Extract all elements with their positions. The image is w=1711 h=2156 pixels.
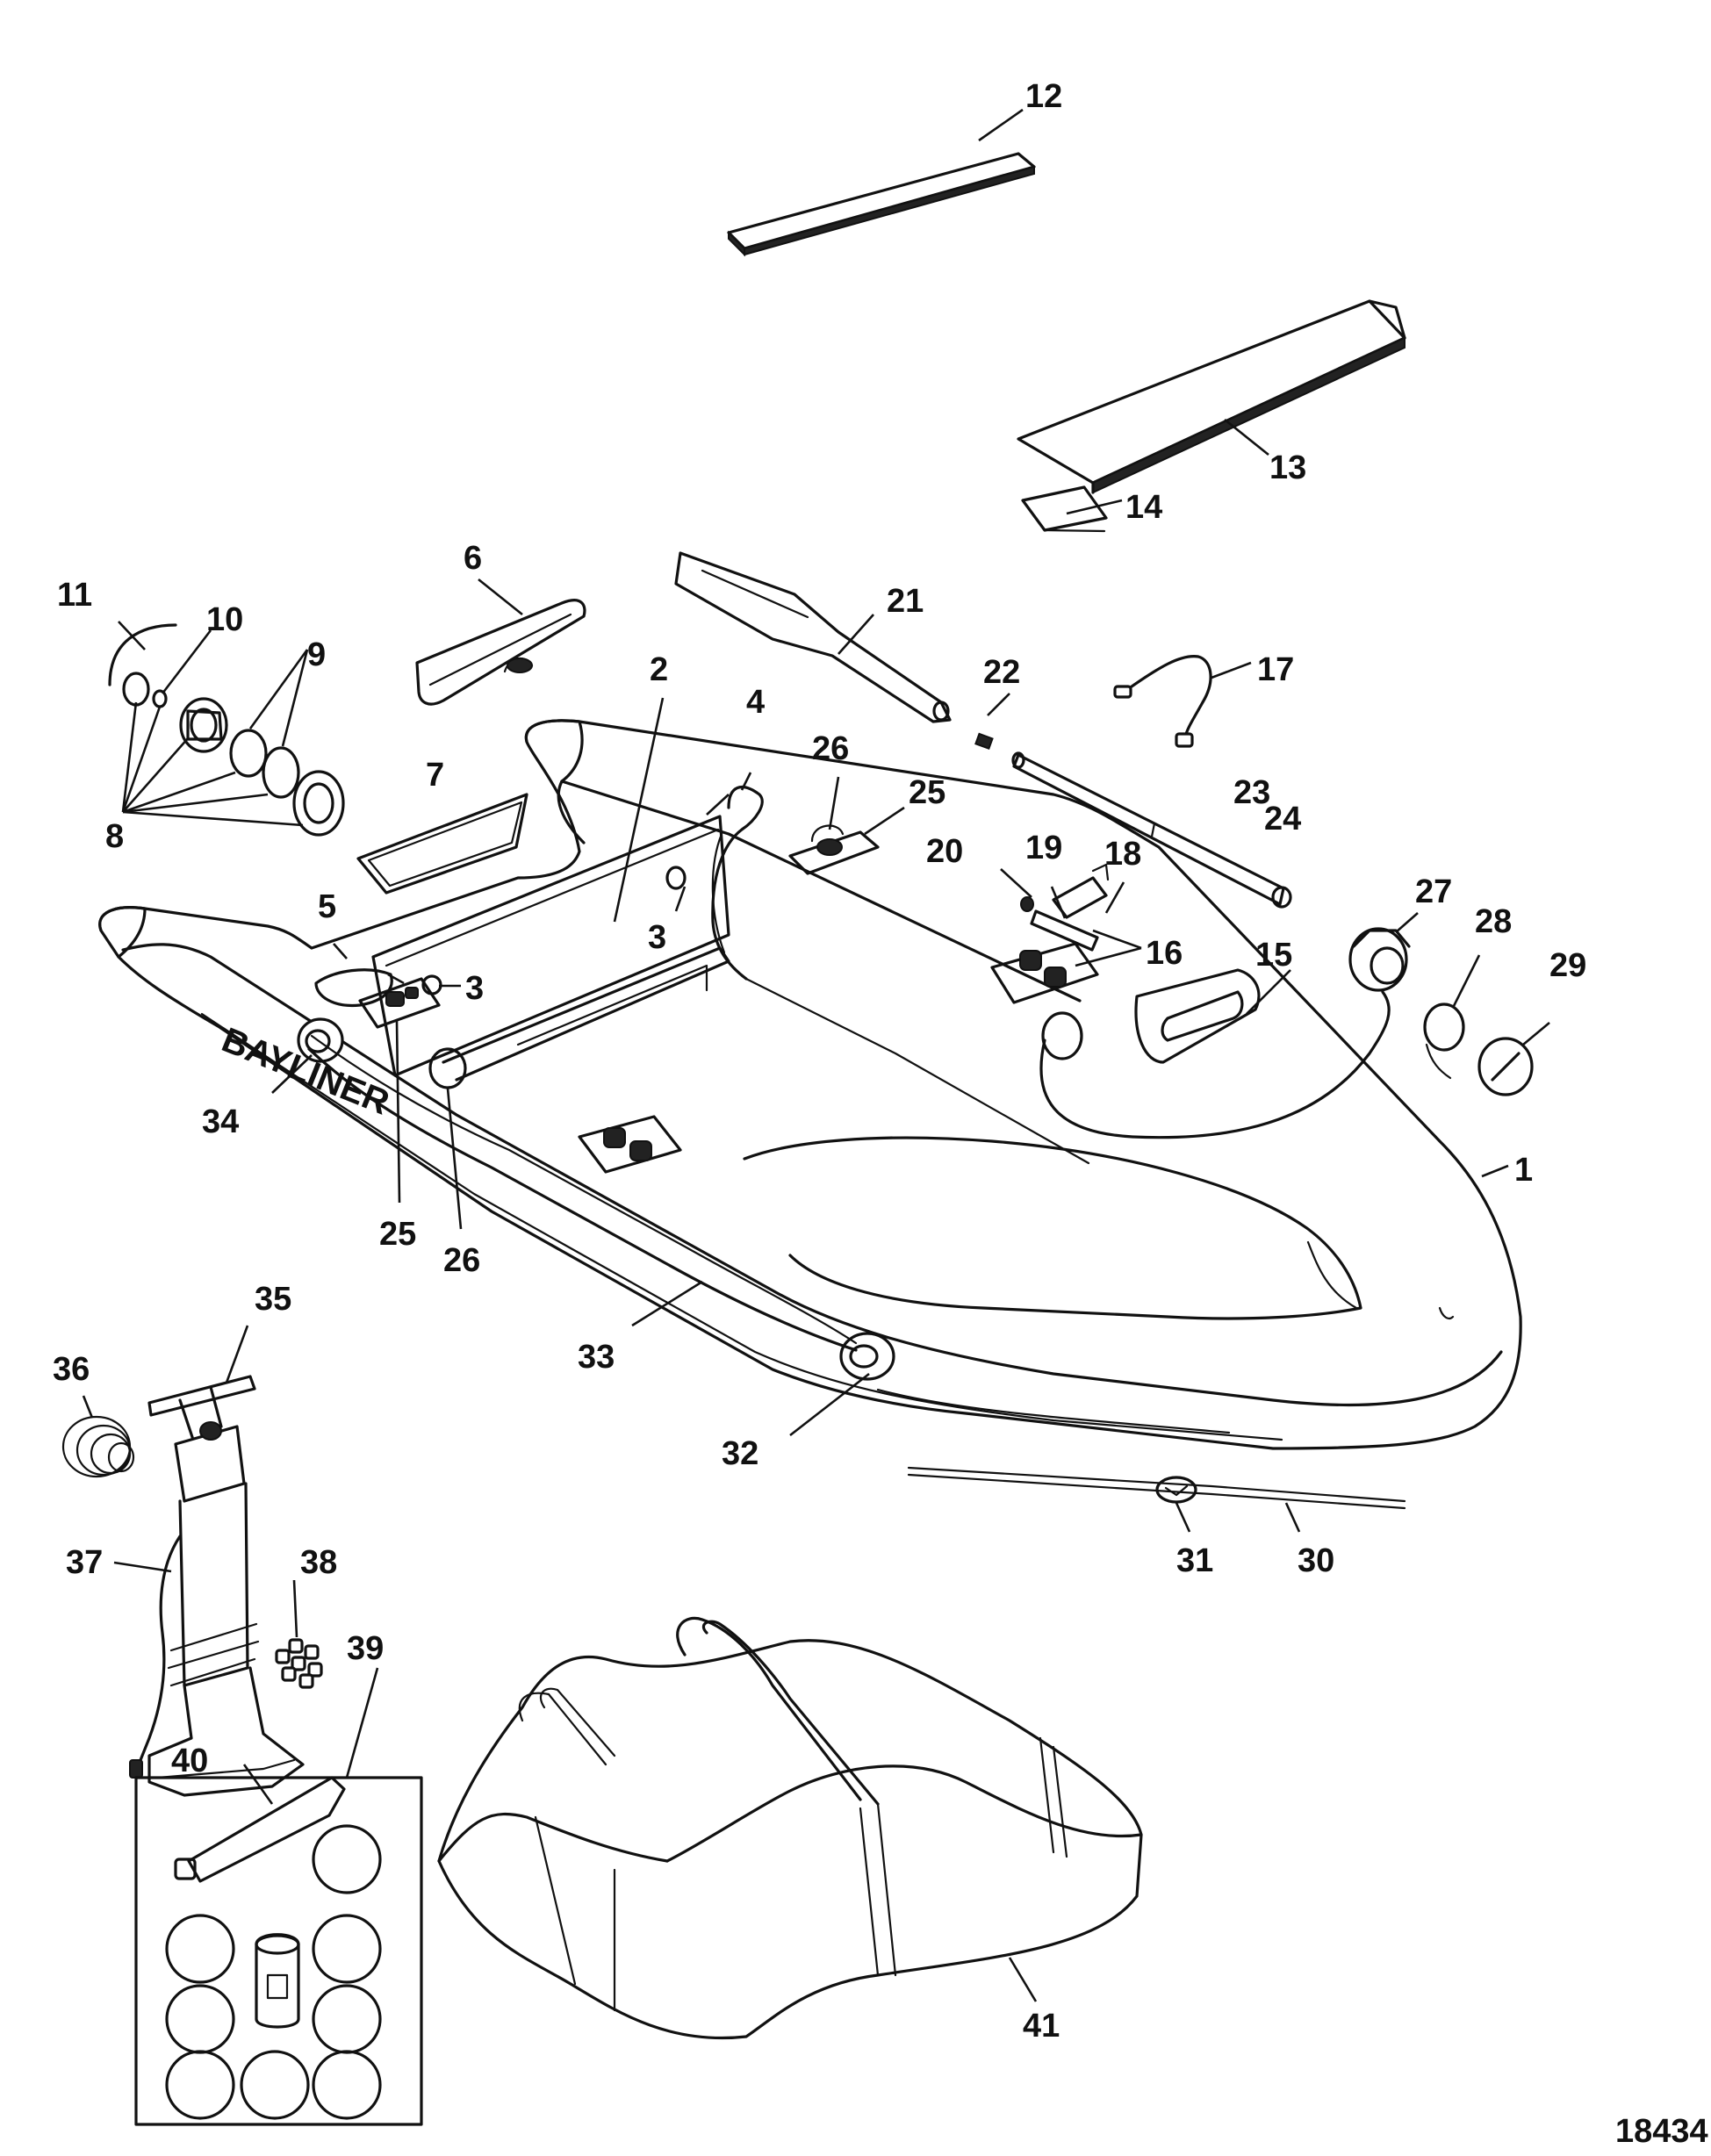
callout-3b: 3: [465, 970, 484, 1007]
callout-8: 8: [105, 818, 124, 855]
callout-19: 19: [1025, 830, 1062, 866]
callout-41: 41: [1023, 2008, 1060, 2045]
callout-11: 11: [57, 577, 92, 614]
figure-reference-number: 18434: [1615, 2113, 1708, 2150]
inflatable-boat-hull: [98, 719, 1522, 1510]
callout-2: 2: [650, 651, 668, 688]
callout-27: 27: [1415, 873, 1452, 910]
callout-13: 13: [1269, 449, 1306, 486]
seat-board-12: [727, 152, 1036, 257]
callout-17: 17: [1257, 651, 1294, 688]
callout-5: 5: [318, 888, 336, 925]
callout-33: 33: [578, 1339, 615, 1376]
callout-12: 12: [1025, 78, 1062, 115]
callout-32: 32: [722, 1435, 758, 1472]
callout-34: 34: [202, 1103, 239, 1140]
callout-23: 23: [1233, 774, 1270, 811]
callout-26a: 26: [812, 730, 849, 767]
callout-15: 15: [1255, 937, 1292, 974]
valve-parts-27-29: [1348, 927, 1534, 1096]
callout-25a: 25: [909, 774, 945, 811]
seat-bracket-14: [1021, 485, 1108, 533]
foot-pump-35: [147, 1375, 305, 1797]
callout-14: 14: [1125, 489, 1162, 526]
callout-16: 16: [1146, 935, 1183, 972]
callout-29: 29: [1549, 947, 1586, 984]
callout-36: 36: [53, 1351, 90, 1388]
hose-end: [129, 1759, 143, 1779]
callout-18: 18: [1104, 836, 1141, 873]
callout-1: 1: [1514, 1152, 1533, 1189]
callout-4: 4: [746, 684, 765, 721]
oarlock-mount-left: [358, 977, 441, 1029]
callout-21: 21: [887, 583, 924, 620]
callout-31: 31: [1176, 1542, 1213, 1579]
callout-6: 6: [464, 540, 482, 577]
repair-kit-39: [134, 1776, 423, 2126]
carry-bag-41: [437, 1616, 1143, 2040]
callout-labels: 1 2 3 3 4 5 6 7 8 9 10 11 12 13 14 15 16…: [53, 78, 1586, 2045]
hose-coil-36: [61, 1415, 135, 1478]
callout-22: 22: [983, 654, 1020, 691]
safety-cord-17: [1113, 655, 1212, 748]
callout-24: 24: [1264, 801, 1301, 837]
callout-40: 40: [171, 1743, 208, 1779]
callout-28: 28: [1475, 903, 1512, 940]
callout-30: 30: [1298, 1542, 1334, 1579]
callout-10: 10: [206, 601, 243, 638]
pump-hose-37: [137, 1534, 182, 1766]
callout-9: 9: [307, 636, 326, 673]
oar-clip-22: [974, 732, 994, 750]
callout-25b: 25: [379, 1216, 416, 1253]
oarlock-mount-right: [788, 824, 880, 875]
callout-39: 39: [347, 1630, 384, 1667]
callout-3a: 3: [648, 919, 666, 956]
valve-adapters-38: [275, 1638, 323, 1689]
seat-board-13: [1017, 299, 1406, 494]
oar-shaft-23: [1011, 751, 1292, 909]
callout-35: 35: [255, 1281, 291, 1318]
callout-7: 7: [426, 757, 444, 794]
d-ring-patch-right: [990, 942, 1099, 1004]
callout-26b: 26: [443, 1242, 480, 1279]
callout-37: 37: [66, 1544, 103, 1581]
transom-patch-6: [415, 599, 586, 706]
d-ring-patch-left: [578, 1115, 682, 1174]
callout-38: 38: [300, 1544, 337, 1581]
transom-plate-7: [356, 793, 528, 895]
callout-20: 20: [926, 833, 963, 870]
leader-lines: [82, 108, 1550, 2002]
oar-blade-21: [674, 551, 952, 723]
